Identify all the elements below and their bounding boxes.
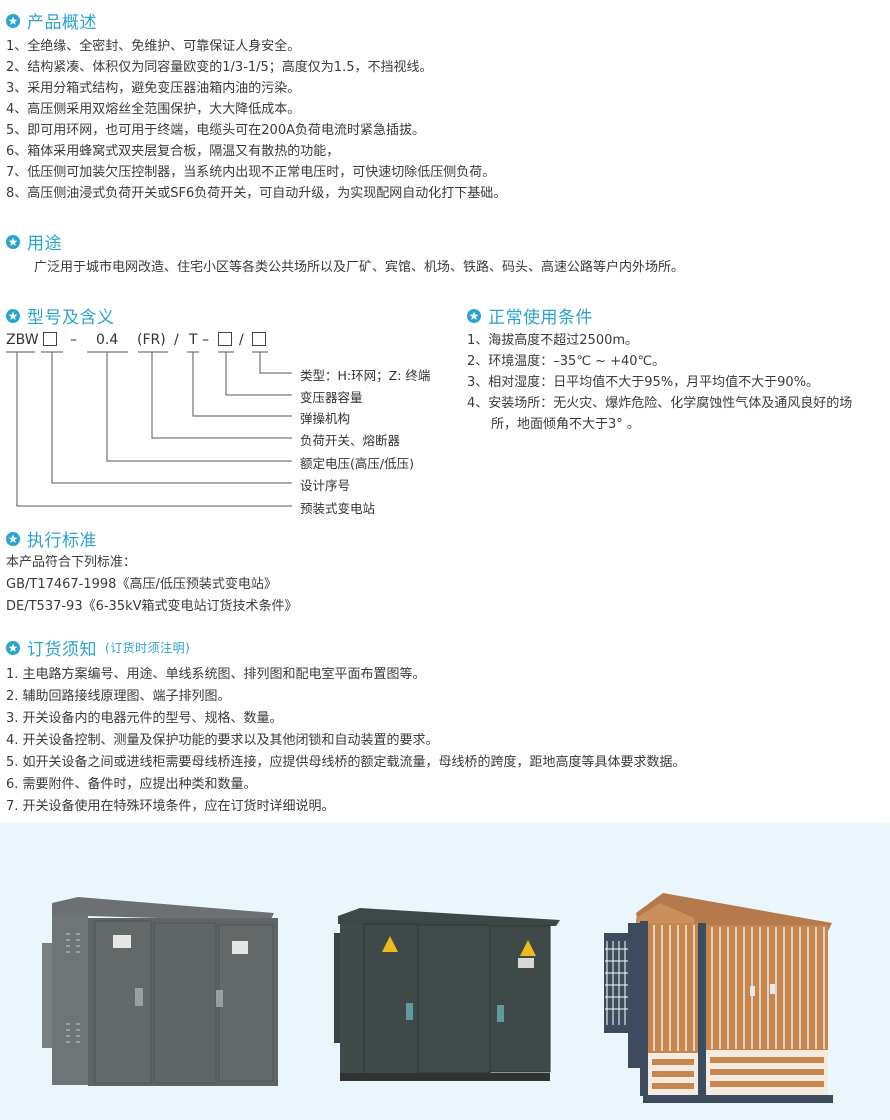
overview-item: 4、高压侧采用双熔丝全范围保护，大大降低成本。 xyxy=(6,102,301,117)
overview-item: 5、即可用环网，也可用于终端，电缆头可在200A负荷电流时紧急插拔。 xyxy=(6,123,425,138)
condition-item-continued: 所，地面倾角不大于3° 。 xyxy=(491,417,640,432)
section-heading-overview: 产品概述 xyxy=(6,8,97,33)
label-type: 类型：H:环网；Z: 终端 xyxy=(300,368,431,383)
code-t: T xyxy=(189,332,198,348)
section-title: 正常使用条件 xyxy=(488,308,593,328)
label-mechanism: 弹操机构 xyxy=(300,411,351,426)
ordering-item: 5. 如开关设备之间或进线柜需要母线桥连接，应提供母线桥的额定载流量，母线桥的跨… xyxy=(6,755,686,770)
code-design-box xyxy=(43,332,57,349)
diagram-lines xyxy=(6,351,292,507)
section-title: 用途 xyxy=(27,234,62,254)
product-photo-dark-substation xyxy=(334,908,560,1081)
ordering-item: 6. 需要附件、备件时，应提出种类和数量。 xyxy=(6,777,257,792)
label-capacity: 变压器容量 xyxy=(300,390,363,405)
section-heading-model: 型号及含义 xyxy=(6,303,115,328)
star-icon xyxy=(6,234,20,249)
section-heading-standards: 执行标准 xyxy=(6,526,97,551)
star-icon xyxy=(6,640,20,655)
section-heading-usage: 用途 xyxy=(6,229,62,254)
ordering-item: 1. 主电路方案编号、用途、单线系统图、排列图和配电室平面布置图等。 xyxy=(6,667,426,682)
overview-item: 8、高压侧油浸式负荷开关或SF6负荷开关，可自动升级，为实现配网自动化打下基础。 xyxy=(6,186,507,201)
ordering-item: 2. 辅助回路接线原理图、端子排列图。 xyxy=(6,689,231,704)
code-zbw: ZBW xyxy=(6,332,39,348)
condition-item: 2、环境温度：–35℃ ~ +40℃。 xyxy=(467,354,666,369)
section-title: 订货须知 xyxy=(27,640,97,660)
section-heading-conditions: 正常使用条件 xyxy=(467,303,593,328)
standards-item: DE/T537-93《6-35kV箱式变电站订货技术条件》 xyxy=(6,599,298,614)
overview-item: 2、结构紧凑、体积仅为同容量欧变的1/3-1/5；高度仅为1.5，不挡视线。 xyxy=(6,60,433,75)
model-code-diagram: ZBW – 0.4 (FR) / T – / 类型：H:环网；Z: 终端 变压器… xyxy=(0,328,460,518)
standards-item: GB/T17467-1998《高压/低压预装式变电站》 xyxy=(6,577,277,592)
code-capacity-box xyxy=(218,332,232,349)
ordering-item: 4. 开关设备控制、测量及保护功能的要求以及其他闭锁和自动装置的要求。 xyxy=(6,733,439,748)
star-icon xyxy=(467,308,481,323)
overview-item: 6、箱体采用蜂窝式双夹层复合板，隔温又有散热的功能， xyxy=(6,144,340,159)
label-switch: 负荷开关、熔断器 xyxy=(300,433,401,448)
condition-item: 4、安装场所：无火灾、爆炸危险、化学腐蚀性气体及通风良好的场 xyxy=(467,396,853,411)
section-title: 执行标准 xyxy=(27,531,97,551)
code-slash: / xyxy=(174,332,179,348)
overview-item: 7、低压侧可加装欠压控制器，当系统内出现不正常电压时，可快速切除低压侧负荷。 xyxy=(6,165,496,180)
code-voltage: 0.4 xyxy=(96,332,119,348)
usage-text: 广泛用于城市电网改造、住宅小区等各类公共场所以及厂矿、宾馆、机场、铁路、码头、高… xyxy=(34,260,685,275)
star-icon xyxy=(6,531,20,546)
section-heading-ordering: 订货须知 (订货时须注明) xyxy=(6,635,190,660)
section-title: 产品概述 xyxy=(27,13,97,33)
code-type-box xyxy=(252,332,266,349)
label-design: 设计序号 xyxy=(300,478,351,493)
section-subtitle: (订货时须注明) xyxy=(105,641,191,655)
product-photo-wood-substation xyxy=(604,893,833,1103)
code-slash: / xyxy=(239,332,244,348)
condition-item: 1、海拔高度不超过2500m。 xyxy=(467,333,639,348)
star-icon xyxy=(6,13,20,28)
standards-item: 本产品符合下列标准： xyxy=(6,555,137,570)
ordering-item: 3. 开关设备内的电器元件的型号、规格、数量。 xyxy=(6,711,283,726)
star-icon xyxy=(6,308,20,323)
code-dash: – xyxy=(202,332,209,348)
condition-item: 3、相对湿度：日平均值不大于95%，月平均值不大于90%。 xyxy=(467,375,820,390)
code-fr: (FR) xyxy=(137,332,166,348)
section-title: 型号及含义 xyxy=(27,308,115,328)
product-photo-gray-substation xyxy=(42,897,278,1086)
overview-item: 1、全绝缘、全密封、免维护、可靠保证人身安全。 xyxy=(6,39,301,54)
ordering-item: 7. 开关设备使用在特殊环境条件，应在订货时详细说明。 xyxy=(6,799,335,814)
label-voltage: 额定电压(高压/低压) xyxy=(300,456,414,471)
code-dash: – xyxy=(70,332,77,348)
label-substation: 预装式变电站 xyxy=(300,501,376,516)
overview-item: 3、采用分箱式结构，避免变压器油箱内油的污染。 xyxy=(6,81,301,96)
product-photos xyxy=(0,823,890,1120)
